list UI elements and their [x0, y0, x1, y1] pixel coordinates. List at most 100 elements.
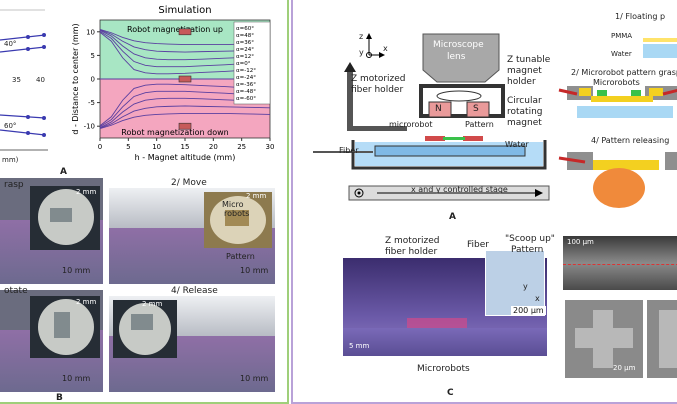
y-tick-label: 5	[91, 52, 95, 60]
c-scale-5mm: 5 mm	[349, 342, 370, 350]
c-scoop-1: "Scoop up"	[505, 234, 555, 244]
partial-plot	[0, 9, 48, 151]
circular-label-3: magnet	[507, 118, 542, 128]
partial-xlabel: mm)	[2, 156, 19, 164]
legend-entry: α=-12°	[236, 68, 256, 74]
z-motor-label-2: fiber holder	[351, 85, 404, 95]
photo-move	[109, 188, 275, 284]
series-line	[99, 113, 271, 129]
label-c-right: C	[447, 388, 454, 398]
pmma-label: PMMA	[611, 32, 633, 40]
c-inset-y: y	[523, 282, 528, 291]
series-line	[99, 31, 271, 75]
axis-x: x	[383, 44, 388, 53]
c-scale-200: 200 μm	[511, 306, 546, 315]
c-z-motor-2: fiber holder	[385, 247, 438, 257]
z-tunable-label-2: magnet	[507, 66, 542, 76]
legend-entry: α=60°	[236, 26, 254, 32]
photo-grasp-scale-big: 10 mm	[62, 266, 91, 275]
axis-z: z	[359, 32, 364, 41]
step1-label: 1/ Floating p	[615, 12, 666, 21]
chart-title: Simulation	[158, 5, 211, 16]
photo-release-scale-big: 10 mm	[240, 374, 269, 383]
sem-bottom-1	[565, 300, 643, 378]
fiber-label: Fiber	[339, 146, 359, 155]
x-tick-label: 25	[237, 143, 246, 151]
label-a-left: A	[60, 167, 67, 177]
partial-xtick-40: 40	[36, 76, 45, 84]
simulation-chart: Simulation h - Magnet altitude (mm) d - Di…	[71, 5, 275, 162]
legend-entry: α=-24°	[236, 75, 256, 81]
y-axis-label: d - Distance to center (mm)	[71, 23, 80, 134]
sem-bottom-2	[647, 300, 677, 378]
z-tunable-label-1: Z tunable	[507, 55, 551, 65]
x-tick-label: 5	[126, 143, 130, 151]
photo-release-scale-small: 2 mm	[142, 300, 163, 308]
legend-box	[233, 21, 271, 105]
pattern-label: Pattern	[465, 120, 494, 129]
circular-label-2: rotating	[507, 107, 543, 117]
c-fiber: Fiber	[467, 240, 489, 250]
right-figure-panel: z y x Z motorized fiber holder Microscop…	[291, 0, 677, 404]
photo-grasp-scale-small: 2 mm	[76, 188, 97, 196]
y-tick-label: -10	[84, 123, 95, 131]
annotation-up: Robot magnetization up	[127, 25, 223, 34]
photo-rotate-scale-big: 10 mm	[62, 374, 91, 383]
step1-water-label: Water	[611, 50, 632, 58]
series-line	[99, 105, 271, 129]
robot-marker	[178, 75, 192, 83]
series-line	[99, 90, 271, 128]
photo-move-inset-robots: robots	[224, 209, 250, 218]
c-z-motor-1: Z motorized	[385, 236, 440, 246]
sem-top	[563, 236, 677, 290]
x-tick-label: 10	[152, 143, 161, 151]
sem-scale-20: 20 μm	[613, 364, 636, 372]
magnet-n: N	[435, 104, 442, 114]
y-tick-label: 0	[91, 76, 95, 84]
water-label: Water	[505, 140, 529, 149]
photo-move-scale-big: 10 mm	[240, 266, 269, 275]
series-line	[99, 29, 271, 45]
sem-scale-100: 100 μm	[567, 238, 594, 246]
step4-label: 4/ Pattern releasing	[591, 136, 670, 145]
photo-move-title: 2/ Move	[171, 178, 207, 188]
photo-move-inset-pattern: Pattern	[226, 252, 255, 261]
step2-label: 2/ Microrobot pattern graspi	[571, 68, 677, 77]
microrobot-label: microrobot	[389, 120, 433, 129]
label-b-left: B	[56, 393, 63, 403]
z-tunable-label-3: holder	[507, 77, 536, 87]
photo-rotate-title: otate	[4, 286, 28, 296]
partial-xtick-35: 35	[12, 76, 21, 84]
legend-entry: α=48°	[236, 33, 254, 39]
x-tick-label: 20	[209, 143, 218, 151]
annotation-down: Robot magnetization down	[121, 128, 228, 137]
axis-y: y	[359, 48, 364, 57]
partial-ylabel-40: 40°	[4, 40, 17, 48]
legend-entry: α=12°	[236, 54, 254, 60]
setup-schematic	[313, 33, 677, 208]
stage-label: x and y controlled stage	[411, 185, 508, 194]
label-a-right: A	[449, 212, 456, 222]
c-inset-x: x	[535, 294, 540, 303]
series-line	[99, 83, 271, 127]
photo-rotate-scale-small: 2 mm	[76, 298, 97, 306]
series-line	[99, 29, 271, 53]
microscope-label-1: Microscope	[433, 40, 484, 50]
series-line	[99, 29, 271, 61]
x-axis-label: h - Magnet altitude (mm)	[135, 153, 236, 162]
legend-entry: α=0°	[236, 61, 251, 67]
robot-marker	[178, 122, 192, 130]
c-scoop-2: Pattern	[511, 245, 544, 255]
x-tick-label: 30	[266, 143, 275, 151]
c-microrobots: Microrobots	[417, 364, 470, 374]
legend-entry: α=24°	[236, 47, 254, 53]
legend-entry: α=-36°	[236, 82, 256, 88]
x-tick-label: 15	[181, 143, 190, 151]
y-tick-label: -5	[88, 99, 95, 107]
circular-label-1: Circular	[507, 96, 542, 106]
y-tick-label: 10	[86, 28, 95, 36]
legend-entry: α=36°	[236, 40, 254, 46]
photo-setup-inset	[485, 250, 545, 316]
robot-marker	[178, 28, 192, 36]
